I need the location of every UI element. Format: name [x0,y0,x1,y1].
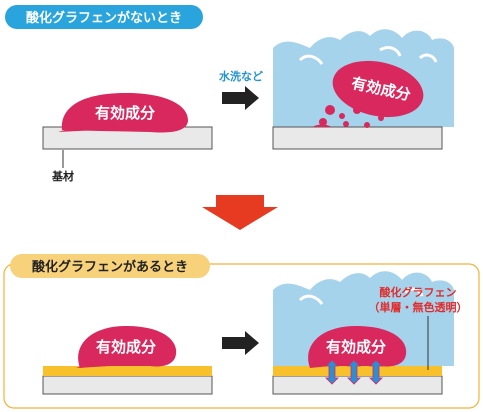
top-header-pill [5,5,203,29]
bottom-after-blob [308,326,407,368]
top-after-substrate [272,126,443,150]
top-section-header: 酸化グラフェンがないとき [5,5,203,29]
right-arrow-icon [222,331,259,355]
bottom-before-panel: 有効成分 [42,326,213,395]
substrate-label: 基材 [51,169,74,183]
top-before-panel: 有効成分 基材 [42,93,213,183]
bottom-before-blob-label: 有効成分 [96,338,156,356]
bottom-after-graphene-layer [273,366,442,376]
graphene-label-line1: 酸化グラフェン [380,285,457,299]
bottom-header-title: 酸化グラフェンがあるとき [32,259,188,275]
top-after-blob [332,60,424,118]
action-label: 水洗など [219,69,263,83]
bottom-after-panel: 有効成分 酸化グラフェン （単層・無色透明） [272,271,468,395]
top-before-blob-label: 有効成分 [95,104,155,122]
down-arrow-icon [202,195,278,230]
top-header-title: 酸化グラフェンがないとき [26,10,182,26]
graphene-label-line2: （単層・無色透明） [369,300,468,314]
bottom-header-pill [10,254,210,278]
bottom-graphene-layer [43,366,212,376]
bottom-before-blob [78,326,177,368]
top-before-blob [61,93,188,133]
bottom-substrate [42,375,213,395]
right-arrow-icon [222,86,259,110]
top-after-panel: 有効成分 [272,29,454,150]
bottom-section-header: 酸化グラフェンがあるとき [10,254,210,278]
bottom-after-blob-label: 有効成分 [326,338,386,356]
top-action: 水洗など [219,69,263,110]
washed-droplets [312,105,384,128]
up-down-arrow-icon [325,359,383,385]
